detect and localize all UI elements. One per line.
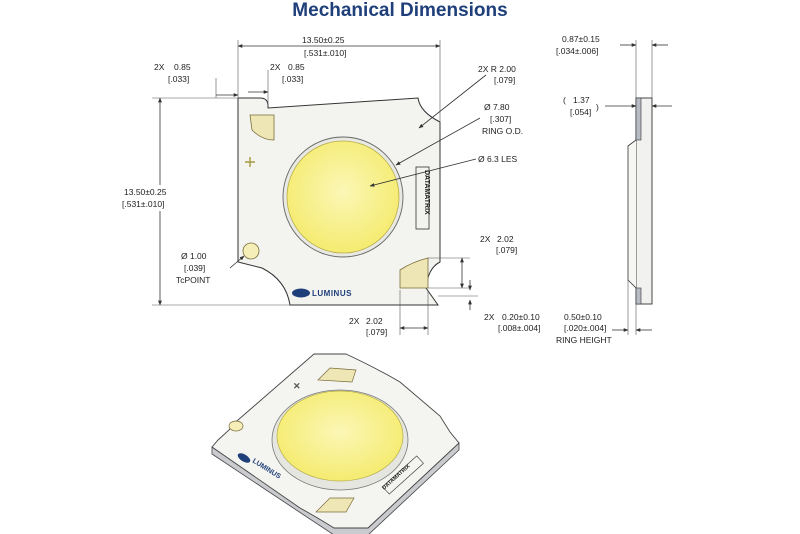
- side-view: 0.87±0.15 [.034±.006] ( 1.37 ) [.054] 0.…: [556, 34, 672, 345]
- svg-text:2.02: 2.02: [497, 234, 514, 244]
- svg-text:Ø 1.00: Ø 1.00: [181, 251, 207, 261]
- svg-text:[.079]: [.079]: [366, 327, 387, 337]
- width-mm: 13.50±0.25: [302, 35, 345, 45]
- svg-text:0.85: 0.85: [174, 62, 191, 72]
- svg-text:Ø 7.80: Ø 7.80: [484, 102, 510, 112]
- les-circle: [286, 140, 400, 254]
- top-view: DATAMATRIX LUMINUS 13.50±0.25 [.531±.010…: [118, 35, 540, 337]
- svg-text:2X: 2X: [349, 316, 360, 326]
- svg-text:2X: 2X: [154, 62, 165, 72]
- svg-text:[.039]: [.039]: [184, 263, 205, 273]
- isometric-view: ✕ LUMINUS DATAMATRIX: [211, 353, 460, 534]
- svg-text:2X: 2X: [484, 312, 495, 322]
- svg-text:[.079]: [.079]: [494, 75, 515, 85]
- svg-text:2X R 2.00: 2X R 2.00: [478, 64, 516, 74]
- svg-text:0.20±0.10: 0.20±0.10: [502, 312, 540, 322]
- iso-pad-top: [317, 367, 357, 383]
- svg-text:[.020±.004]: [.020±.004]: [564, 323, 606, 333]
- svg-text:1.37: 1.37: [573, 95, 590, 105]
- height-mm: 13.50±0.25: [124, 187, 167, 197]
- svg-text:2X: 2X: [270, 62, 281, 72]
- tcpoint-circle: [242, 242, 260, 260]
- iso-pad-bottom: [315, 497, 355, 513]
- pad-bottom-right: [399, 257, 429, 289]
- svg-text:TcPOINT: TcPOINT: [176, 275, 210, 285]
- svg-text:Ø 6.3 LES: Ø 6.3 LES: [478, 154, 518, 164]
- iso-les: [276, 390, 404, 482]
- svg-text:(: (: [563, 95, 566, 105]
- svg-text:2X: 2X: [480, 234, 491, 244]
- svg-text:[.008±.004]: [.008±.004]: [498, 323, 540, 333]
- svg-text:[.054]: [.054]: [570, 107, 591, 117]
- svg-text:LUMINUS: LUMINUS: [312, 289, 352, 298]
- svg-text:RING O.D.: RING O.D.: [482, 126, 523, 136]
- page-title: Mechanical Dimensions: [292, 0, 508, 21]
- svg-text:[.034±.006]: [.034±.006]: [556, 46, 598, 56]
- svg-text:0.85: 0.85: [288, 62, 305, 72]
- svg-text:[.307]: [.307]: [490, 114, 511, 124]
- svg-text:2.02: 2.02: [366, 316, 383, 326]
- svg-text:[.033]: [.033]: [282, 74, 303, 84]
- luminus-logo: LUMINUS: [292, 288, 352, 298]
- pad-top-left: [249, 114, 275, 141]
- polarity-plus-icon: [245, 157, 255, 167]
- svg-text:): ): [596, 102, 599, 112]
- svg-text:[.033]: [.033]: [168, 74, 189, 84]
- height-in: [.531±.010]: [122, 199, 164, 209]
- width-in: [.531±.010]: [304, 48, 346, 58]
- datamatrix-label: DATAMATRIX: [423, 170, 430, 215]
- svg-text:0.50±0.10: 0.50±0.10: [564, 312, 602, 322]
- svg-text:0.87±0.15: 0.87±0.15: [562, 34, 600, 44]
- svg-text:RING HEIGHT: RING HEIGHT: [556, 335, 612, 345]
- svg-text:[.079]: [.079]: [496, 245, 517, 255]
- svg-text:✕: ✕: [293, 381, 301, 391]
